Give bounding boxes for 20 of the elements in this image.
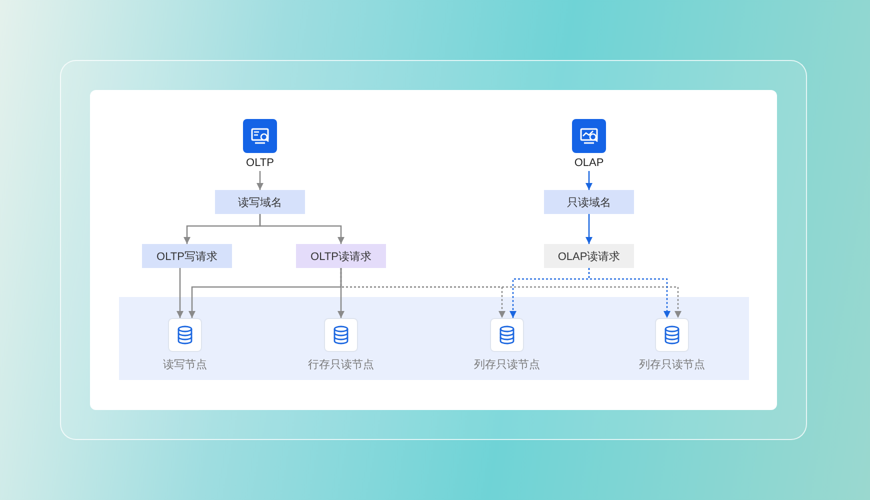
arrow [586,214,592,244]
arrow [588,268,670,318]
node-label: 列存只读节点 [638,358,706,372]
node-label: OLAP [573,157,605,169]
arrow [259,214,344,244]
arrow [176,268,184,318]
arrow [256,171,264,190]
node-label: 列存只读节点 [473,358,541,372]
process-box: OLAP读请求 [544,244,634,268]
process-box: 只读域名 [544,190,634,214]
process-box: 读写域名 [215,190,305,214]
process-box: OLTP写请求 [142,244,232,268]
node-label: OLTP [245,157,275,169]
cluster-band [119,297,749,380]
node-label: 读写节点 [162,358,208,372]
arrow [340,268,682,318]
process-box: OLTP读请求 [296,244,386,268]
node-label: 行存只读节点 [307,358,375,372]
arrow [586,171,592,190]
arrow [338,268,344,318]
